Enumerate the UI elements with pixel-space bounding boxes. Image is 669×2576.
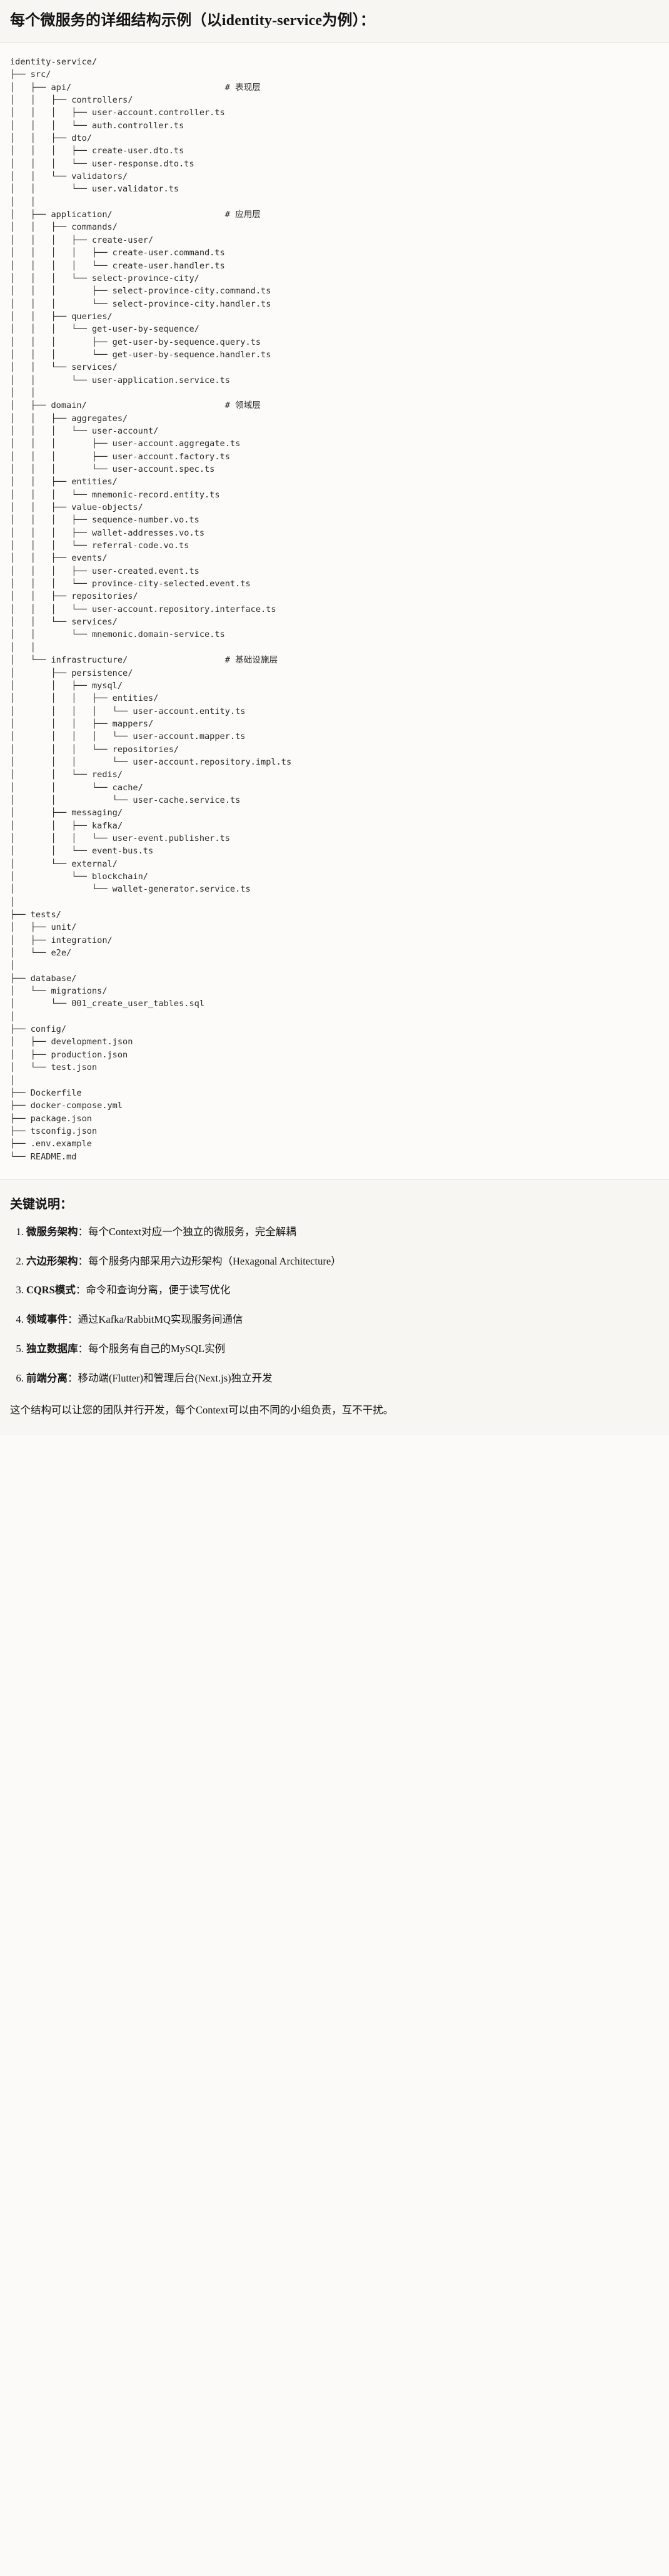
list-item-term: 微服务架构 [26,1225,78,1238]
list-item-desc: ：每个服务内部采用六边形架构（Hexagonal Architecture） [78,1255,341,1267]
closing-paragraph: 这个结构可以让您的团队并行开发，每个Context可以由不同的小组负责，互不干扰… [10,1404,394,1417]
list-item-desc: ：每个服务有自己的MySQL实例 [78,1342,226,1355]
list-item: 前端分离：移动端(Flutter)和管理后台(Next.js)独立开发 [26,1371,659,1387]
key-points-heading: 关键说明： [10,1197,73,1211]
list-item-term: 领域事件 [26,1313,68,1326]
page-root: 每个微服务的详细结构示例（以identity-service为例）： ident… [0,0,669,1435]
list-item: 六边形架构：每个服务内部采用六边形架构（Hexagonal Architectu… [26,1254,659,1270]
list-item: CQRS模式：命令和查询分离，便于读写优化 [26,1283,659,1298]
list-item: 微服务架构：每个Context对应一个独立的微服务，完全解耦 [26,1224,659,1240]
list-item-desc: ：每个Context对应一个独立的微服务，完全解耦 [78,1225,296,1238]
list-item: 领域事件：通过Kafka/RabbitMQ实现服务间通信 [26,1312,659,1328]
list-item-term: 独立数据库 [26,1342,78,1355]
list-item-desc: ：命令和查询分离，便于读写优化 [75,1284,231,1296]
key-points-section: 关键说明： 微服务架构：每个Context对应一个独立的微服务，完全解耦 六边形… [0,1179,669,1435]
directory-tree: identity-service/ ├── src/ │ ├── api/ # … [10,57,292,1162]
list-item-term: CQRS模式 [26,1284,76,1296]
list-item-desc: ：移动端(Flutter)和管理后台(Next.js)独立开发 [68,1372,273,1384]
list-item-term: 前端分离 [26,1372,68,1384]
header-band: 每个微服务的详细结构示例（以identity-service为例）： [0,0,669,43]
page-title: 每个微服务的详细结构示例（以identity-service为例）： [10,13,376,29]
list-item-term: 六边形架构 [26,1255,78,1267]
list-item: 独立数据库：每个服务有自己的MySQL实例 [26,1341,659,1357]
key-points-list: 微服务架构：每个Context对应一个独立的微服务，完全解耦 六边形架构：每个服… [10,1224,659,1387]
list-item-desc: ：通过Kafka/RabbitMQ实现服务间通信 [68,1313,243,1326]
directory-tree-block: identity-service/ ├── src/ │ ├── api/ # … [0,43,669,1180]
